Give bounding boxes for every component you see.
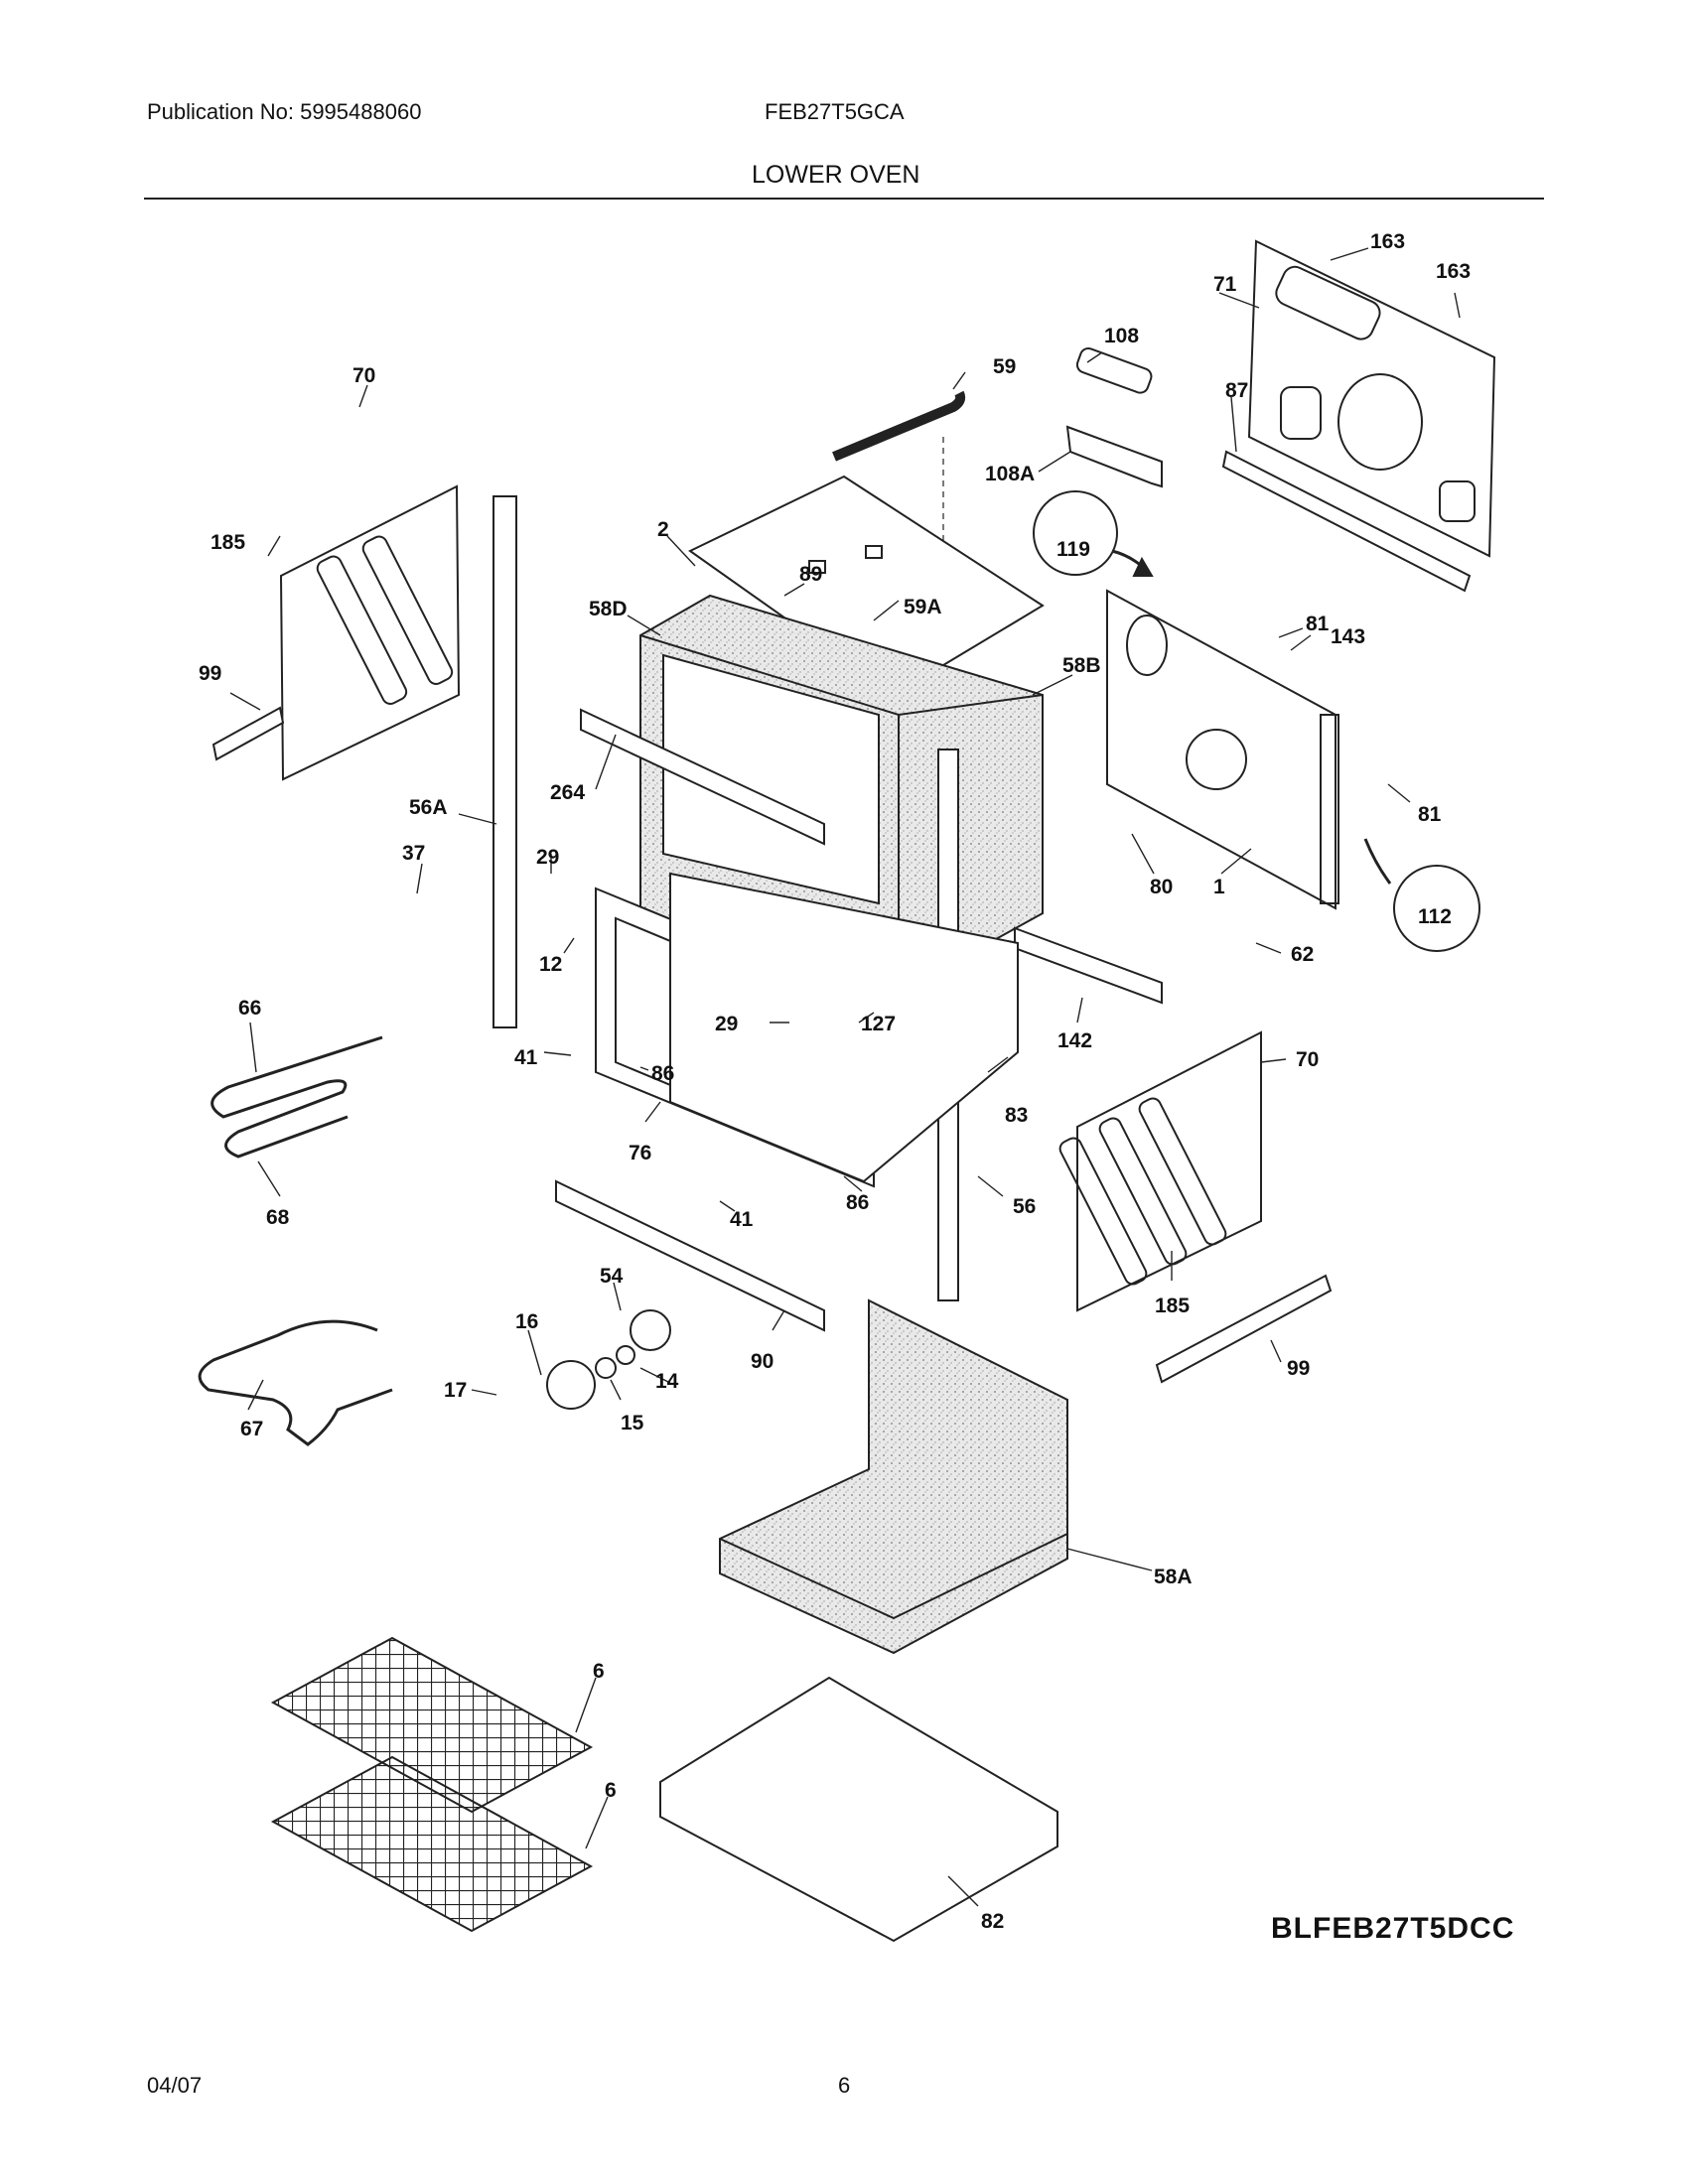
callout-59A: 59A [904, 596, 942, 618]
callout-89: 89 [799, 563, 822, 586]
lamp-16 [546, 1360, 596, 1410]
callout-56: 56 [1013, 1195, 1036, 1218]
header-divider [144, 198, 1544, 200]
callout-58D: 58D [589, 598, 628, 620]
cavity-body-83 [669, 872, 1019, 1183]
callout-15: 15 [621, 1412, 644, 1434]
callout-14: 14 [655, 1370, 679, 1393]
callout-56A: 56A [409, 796, 448, 819]
footer-page-number: 6 [838, 2073, 851, 2098]
bake-element-67 [198, 1319, 393, 1446]
callout-68: 68 [266, 1206, 290, 1229]
callout-163-right: 163 [1436, 260, 1471, 283]
insulation-58A [719, 1298, 1068, 1655]
callout-112: 112 [1418, 905, 1452, 928]
callout-163-top: 163 [1370, 230, 1405, 253]
callout-264: 264 [550, 781, 585, 804]
oven-rack-6-lower [270, 1755, 594, 1933]
callout-86-upper: 86 [651, 1062, 674, 1085]
model-number: FEB27T5GCA [765, 99, 905, 124]
callout-67: 67 [240, 1418, 263, 1440]
callout-58B: 58B [1062, 654, 1101, 677]
rail-87 [1221, 450, 1472, 593]
callout-circle-119 [1033, 490, 1118, 576]
callout-86-lower: 86 [846, 1191, 869, 1214]
callout-59: 59 [993, 355, 1016, 378]
callout-circle-112 [1393, 865, 1480, 952]
callout-83: 83 [1005, 1104, 1028, 1127]
callout-87: 87 [1225, 379, 1248, 402]
callout-54: 54 [600, 1265, 624, 1288]
callout-37: 37 [402, 842, 425, 865]
bracket-142 [1014, 926, 1163, 1005]
callout-76: 76 [629, 1142, 651, 1164]
part-108 [1075, 347, 1153, 394]
footer-date: 04/07 [147, 2073, 203, 2098]
side-rail-56A [492, 495, 517, 1028]
drawing-code: BLFEB27T5DCC [1271, 1912, 1515, 1945]
callout-1: 1 [1213, 876, 1225, 898]
callout-185-left: 185 [211, 531, 245, 554]
publication-number: Publication No: 5995488060 [147, 99, 422, 124]
callout-82: 82 [981, 1910, 1004, 1933]
callout-12: 12 [539, 953, 562, 976]
side-panel-70-left [279, 484, 461, 781]
side-panel-70-right [1058, 1030, 1262, 1312]
broil-element-66 [211, 1035, 383, 1159]
rail-99-left [211, 706, 285, 761]
lamp-socket-54 [630, 1309, 671, 1351]
callout-71: 71 [1213, 273, 1237, 296]
callout-99-right: 99 [1287, 1357, 1310, 1380]
callout-17: 17 [444, 1379, 467, 1402]
callout-143: 143 [1331, 625, 1365, 648]
rear-panel-71 [1247, 239, 1496, 558]
callout-2: 2 [657, 518, 669, 541]
callout-41-upper: 41 [514, 1046, 538, 1069]
callout-108: 108 [1104, 325, 1139, 347]
callout-108A: 108A [985, 463, 1035, 485]
vent-bar-264 [580, 708, 825, 846]
bracket-108A [1065, 425, 1163, 488]
callout-90: 90 [751, 1350, 774, 1373]
callout-62: 62 [1291, 943, 1314, 966]
callout-119: 119 [1056, 538, 1090, 561]
tube-59 [832, 390, 966, 462]
callout-185-right: 185 [1155, 1295, 1190, 1317]
callout-81-lower: 81 [1418, 803, 1442, 826]
callout-99-left: 99 [199, 662, 221, 685]
front-trim-90 [555, 1179, 825, 1332]
callout-6-upper: 6 [593, 1660, 605, 1683]
callout-58A: 58A [1154, 1566, 1193, 1588]
back-panel-1 [1106, 589, 1339, 910]
callout-80: 80 [1150, 876, 1173, 898]
bottom-tray-82 [659, 1676, 1058, 1943]
callout-29-lower: 29 [715, 1013, 738, 1035]
callout-70-right: 70 [1296, 1048, 1319, 1071]
callout-70-left: 70 [352, 364, 375, 387]
rail-99-right [1155, 1274, 1333, 1384]
callout-41-lower: 41 [730, 1208, 754, 1231]
callout-142: 142 [1057, 1029, 1092, 1052]
section-title: LOWER OVEN [752, 161, 920, 189]
callout-16: 16 [515, 1310, 538, 1333]
callout-66: 66 [238, 997, 261, 1020]
callout-81-upper: 81 [1306, 613, 1330, 635]
callout-29-upper: 29 [536, 846, 559, 869]
callout-127: 127 [861, 1013, 896, 1035]
callout-6-lower: 6 [605, 1779, 617, 1802]
